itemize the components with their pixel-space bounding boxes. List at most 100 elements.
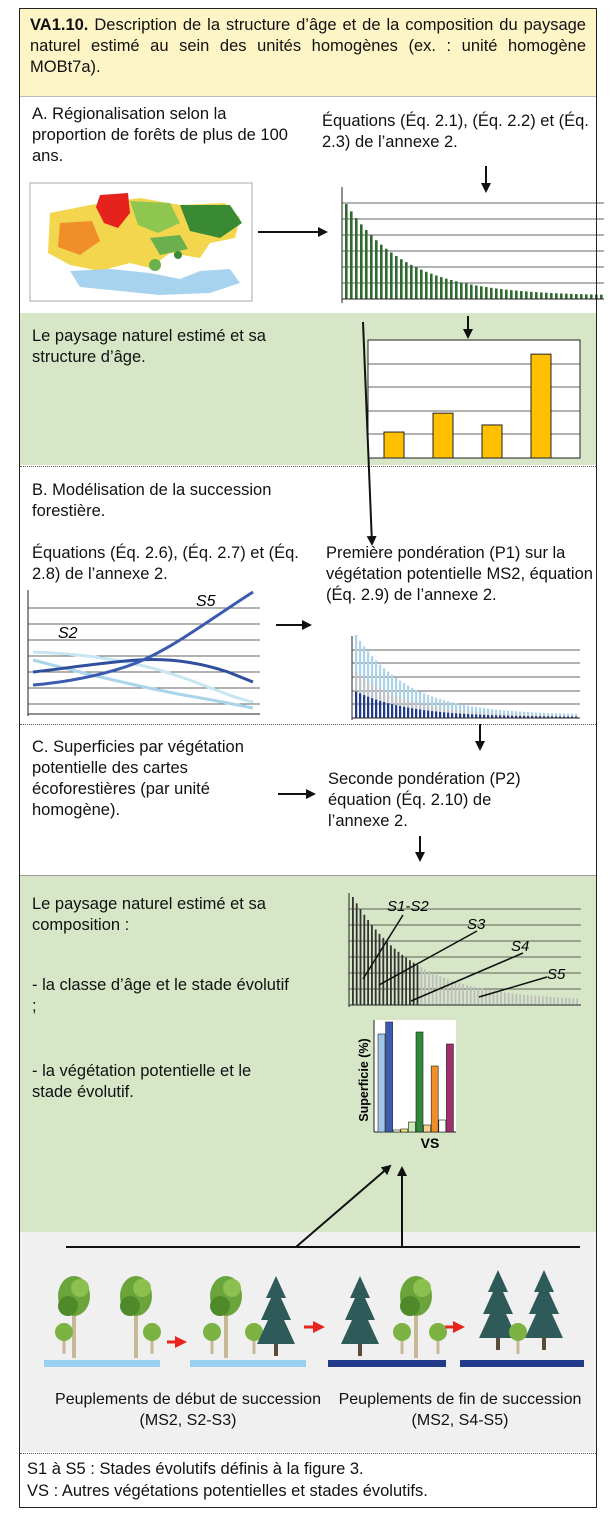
age-bar	[470, 284, 473, 299]
age-bar	[400, 259, 403, 299]
section-b-equations: Équations (Éq. 2.6), (Éq. 2.7) et (Éq. 2…	[32, 544, 299, 583]
p1-bar-navy	[559, 716, 562, 718]
composition-bar	[515, 993, 518, 1005]
age-bar	[485, 287, 488, 299]
age-bar	[380, 244, 383, 299]
age-bar	[550, 292, 553, 299]
composition-bar	[450, 980, 453, 1005]
composition-bar	[507, 992, 510, 1005]
p1-bar-navy	[535, 716, 538, 718]
composition-bar	[363, 914, 366, 1005]
composition-bar	[504, 992, 506, 1005]
age-bar	[395, 256, 398, 299]
green-band-c	[20, 876, 596, 1232]
composition-bar	[542, 996, 544, 1005]
composition-bar	[443, 977, 445, 1005]
connector-early	[295, 1164, 392, 1248]
age-bar	[385, 248, 388, 299]
age-bar	[490, 287, 493, 299]
curve-light-1	[32, 650, 254, 704]
vs-axis-label: VS	[421, 1135, 440, 1151]
age-bar	[510, 290, 513, 299]
composition-age-chart: S1-S2 S3 S4 S5	[348, 893, 581, 1007]
vegetation-stage-bar	[446, 1043, 454, 1133]
ground-4	[460, 1360, 584, 1367]
composition-bar	[466, 985, 468, 1005]
age-bar	[375, 240, 378, 299]
age-bar	[440, 277, 443, 299]
p1-bar-navy	[359, 693, 362, 718]
composition-bar	[409, 960, 411, 1005]
age-bar	[345, 204, 348, 299]
header-box: VA1.10. Description de la structure d’âg…	[20, 9, 596, 97]
ground-2	[190, 1360, 306, 1367]
p1-bar-navy	[483, 714, 486, 718]
age-structure-bars	[383, 353, 552, 459]
p1-bar-navy	[551, 716, 554, 718]
composition-bar	[523, 994, 525, 1005]
age-bar	[545, 292, 548, 299]
age-bar	[525, 291, 528, 299]
header-text: Description de la structure d’âge et de …	[30, 16, 586, 76]
footer-vs-note: VS : Autres végétations potentielles et …	[27, 1482, 428, 1500]
p1-bar-navy	[431, 711, 434, 718]
composition-bar	[485, 989, 487, 1005]
age-bar	[515, 290, 518, 299]
composition-bar	[477, 987, 480, 1005]
composition-item-vegetation: - la végétation potentielle et le stade …	[32, 1062, 252, 1101]
composition-bar	[473, 986, 476, 1005]
p1-bar-navy	[519, 715, 522, 718]
p1-bar-navy	[367, 696, 370, 718]
composition-bar	[428, 971, 430, 1005]
composition-bar	[500, 991, 502, 1005]
p1-bar-navy	[543, 716, 546, 718]
age-bar	[410, 264, 413, 299]
ground-3	[328, 1360, 446, 1367]
p1-bar-navy	[571, 716, 574, 718]
p1-bar-navy	[363, 695, 366, 718]
age-structure-chart	[367, 339, 581, 459]
age-bar	[365, 230, 368, 299]
p1-bar-navy	[387, 703, 390, 718]
composition-bar	[447, 979, 449, 1005]
composition-bar	[431, 973, 434, 1005]
p1-bar-navy	[395, 705, 398, 718]
p1-bar-navy	[463, 713, 466, 718]
age-bar	[455, 281, 458, 299]
composition-bar	[386, 941, 388, 1005]
composition-bar	[553, 997, 556, 1005]
age-bar	[505, 289, 508, 299]
p1-bar-navy	[375, 699, 378, 718]
p1-bar-navy	[503, 715, 506, 718]
p1-bar-navy	[539, 716, 542, 718]
stage-leader-lines	[362, 914, 548, 1002]
vegetation-stage-bar	[423, 1124, 431, 1133]
footer-stages-note: S1 à S5 : Stades évolutifs définis à la …	[27, 1460, 364, 1478]
composition-bar	[534, 995, 537, 1005]
p1-bar-navy	[459, 713, 462, 718]
separator-footer	[20, 1453, 596, 1454]
p1-bars	[355, 635, 578, 718]
age-bar	[415, 267, 418, 299]
p1-bar-navy	[451, 712, 454, 718]
composition-bar	[511, 993, 514, 1005]
composition-bar	[538, 996, 540, 1005]
age-bar	[575, 294, 578, 299]
ground-1	[44, 1360, 160, 1367]
p1-bar-navy	[455, 713, 458, 718]
age-bar	[555, 293, 558, 299]
vegetation-stage-bar	[400, 1128, 409, 1133]
p1-bar-navy	[479, 714, 482, 718]
p1-ponderation: Première pondération (P1) sur la végétat…	[326, 544, 593, 604]
section-a-equations: Équations (Éq. 2.1), (Éq. 2.2) et (Éq. 2…	[322, 112, 589, 151]
landscape-age-label: Le paysage naturel estimé et sa structur…	[32, 327, 266, 366]
composition-bar	[462, 984, 464, 1005]
curve-s5	[32, 590, 254, 687]
composition-bar	[469, 986, 472, 1005]
p1-bar-navy	[435, 711, 438, 718]
age-bar	[520, 291, 523, 299]
p1-bar-navy	[439, 711, 442, 718]
age-bar	[430, 273, 433, 299]
curve-s2	[32, 658, 254, 684]
